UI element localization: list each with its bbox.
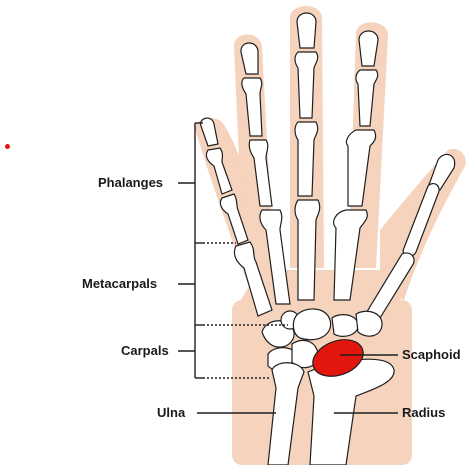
ring-proximal-phalanx <box>248 139 273 207</box>
middle-proximal-phalanx <box>294 121 319 197</box>
region-brackets <box>178 122 203 379</box>
scaphoid-label: Scaphoid <box>402 347 461 362</box>
phalanges-label: Phalanges <box>98 175 164 190</box>
ring-middle-phalanx <box>241 77 263 137</box>
index-distal-phalanx <box>358 30 379 67</box>
radius-label: Radius <box>402 405 446 420</box>
dotted-guides <box>203 242 288 379</box>
bones <box>200 12 456 466</box>
trapezoid-bone <box>331 314 359 337</box>
middle-metacarpal <box>294 199 321 301</box>
little-proximal-phalanx <box>219 193 249 245</box>
ulna-label: Ulna <box>157 405 186 420</box>
metacarpals-label: Metacarpals <box>82 276 158 291</box>
carpals-label: Carpals <box>121 343 169 358</box>
capitate-bone <box>292 308 332 341</box>
ring-distal-phalanx <box>240 42 259 75</box>
scaphoid-bone <box>312 339 364 377</box>
little-metacarpal <box>233 241 273 317</box>
trapezium-bone <box>355 310 383 337</box>
marker-dot <box>5 144 10 149</box>
index-metacarpal <box>333 209 368 301</box>
ring-metacarpal <box>259 209 291 305</box>
thumb-proximal-phalanx <box>402 182 440 257</box>
little-middle-phalanx <box>205 147 233 195</box>
middle-middle-phalanx <box>294 51 319 119</box>
middle-distal-phalanx <box>296 12 317 49</box>
pointer-lines <box>197 354 398 414</box>
scaphoid-highlight <box>312 339 364 377</box>
index-middle-phalanx <box>355 69 379 127</box>
index-proximal-phalanx <box>345 129 377 207</box>
